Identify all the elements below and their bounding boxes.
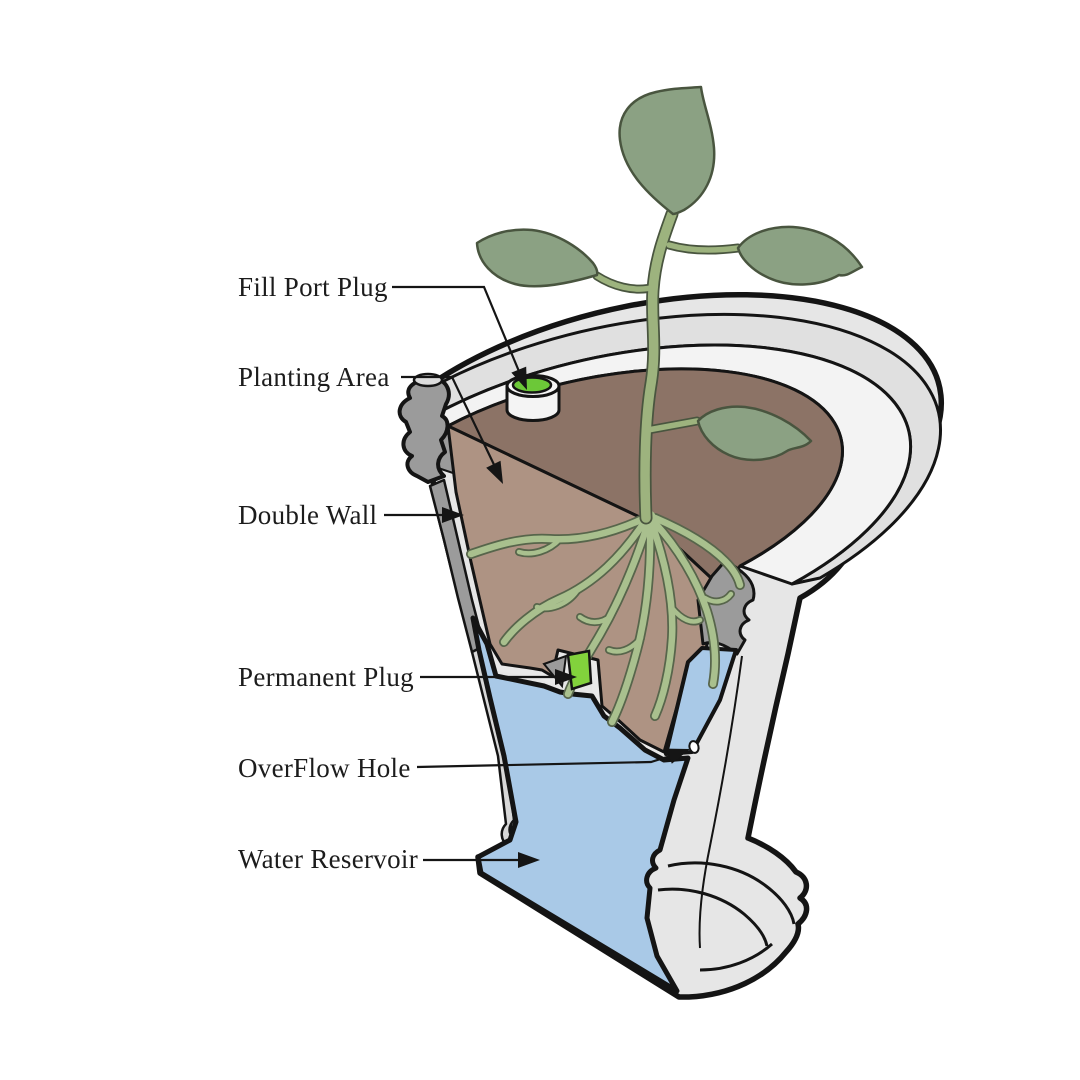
permanent-plug-green (566, 649, 593, 691)
leader-arrowheads (442, 366, 690, 868)
leader-lines (384, 285, 684, 862)
label-double-wall: Double Wall (238, 500, 377, 530)
leaf-top (618, 85, 716, 216)
leader-fill-port-plug (392, 285, 525, 382)
leader-planting-area (401, 375, 499, 474)
label-permanent-plug: Permanent Plug (238, 662, 414, 692)
leaf-right (736, 225, 864, 286)
fill-port (505, 374, 561, 422)
arrowhead-planting-area (486, 460, 503, 484)
label-planting-area: Planting Area (238, 362, 390, 392)
arrowhead-permanent-plug (555, 669, 577, 685)
leaf-on-soil (696, 405, 813, 462)
arrowhead-double-wall (442, 507, 464, 523)
arrowhead-water-reservoir (518, 852, 540, 868)
foot-moldings (657, 655, 796, 972)
overflow-hole (688, 740, 700, 754)
label-water-reservoir: Water Reservoir (238, 844, 418, 874)
arrowhead-fill-port-plug (511, 366, 527, 390)
label-fill-port-plug: Fill Port Plug (238, 272, 388, 302)
plant (475, 85, 864, 518)
labels: Fill Port Plug Planting Area Double Wall… (238, 272, 418, 874)
label-overflow-hole: OverFlow Hole (238, 753, 411, 783)
arrowhead-overflow-hole (666, 748, 690, 764)
broken-rim-molding (397, 376, 451, 484)
leaf-left (475, 228, 599, 288)
